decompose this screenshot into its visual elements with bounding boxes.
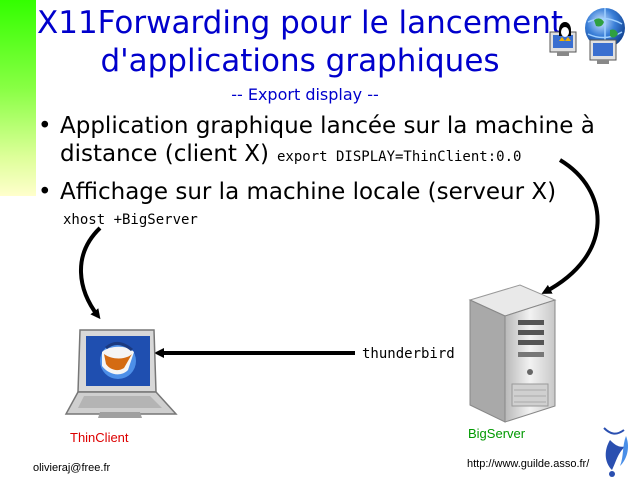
bullet-item: • Affichage sur la machine locale (serve… [34, 178, 634, 206]
accent-bar [0, 0, 36, 196]
bullet-text: Affichage sur la machine locale (serveur… [60, 179, 557, 205]
big-server-label: BigServer [468, 426, 526, 441]
app-command: thunderbird [362, 346, 455, 362]
xhost-command: xhost +BigServer [63, 212, 198, 228]
bullet-text: Application graphique lancée sur la mach… [60, 113, 595, 167]
title-line-1: X11Forwarding pour le lancement [36, 5, 564, 41]
bullet-list: • Application graphique lancée sur la ma… [34, 112, 634, 214]
thin-client-label: ThinClient [70, 430, 129, 445]
bullet-item: • Application graphique lancée sur la ma… [34, 112, 634, 168]
server-tower-icon [468, 284, 557, 423]
footer-email: olivieraj@free.fr [33, 462, 111, 474]
bullet-dot-icon: • [38, 113, 52, 139]
arrow-xhost-to-laptop [79, 226, 102, 320]
guilde-bird-logo [603, 427, 628, 477]
network-globe-icon [549, 8, 625, 64]
slide-subtitle: -- Export display -- [231, 85, 379, 104]
export-command: export DISPLAY=ThinClient:0.0 [277, 149, 522, 165]
arrow-export-to-server [541, 158, 600, 294]
bullet-dot-icon: • [38, 179, 52, 205]
thunderbird-icon [100, 342, 136, 379]
title-line-2: d'applications graphiques [100, 43, 500, 79]
slide-title: X11Forwarding pour le lancement d'applic… [30, 4, 570, 80]
footer-url: http://www.guilde.asso.fr/ [467, 458, 590, 470]
